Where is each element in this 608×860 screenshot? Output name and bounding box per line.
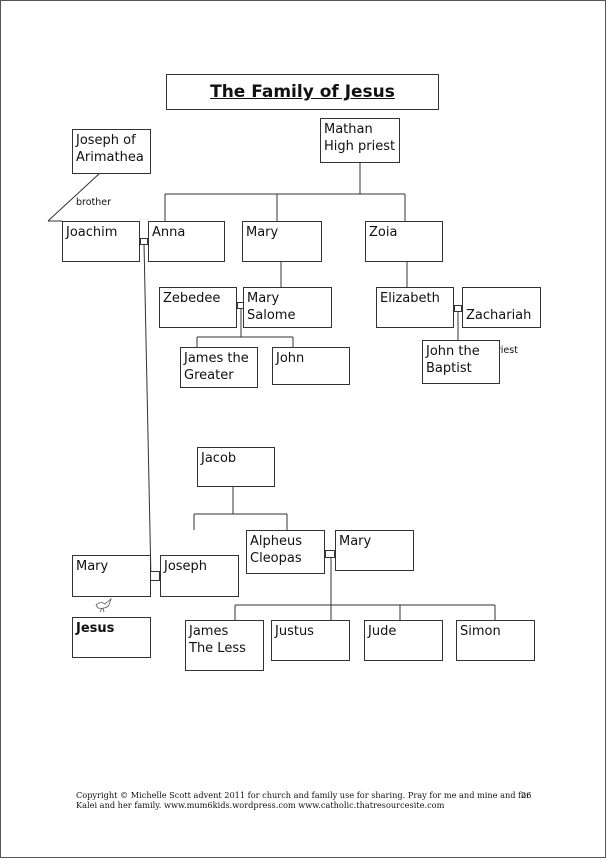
person-joseph: Joseph	[160, 555, 239, 597]
person-jesus: Jesus	[72, 617, 151, 658]
person-james-the-greater: James the Greater	[180, 347, 258, 388]
person-john-the-baptist: John the Baptist	[422, 340, 500, 384]
page-title: The Family of Jesus	[166, 74, 439, 110]
person-alpheus-cleopas: Alpheus Cleopas	[246, 530, 325, 574]
footer-copyright: Copyright © Michelle Scott advent 2011 f…	[76, 790, 531, 810]
person-john: John	[272, 347, 350, 385]
marriage-marker-mary-joseph	[150, 571, 160, 581]
brother-label: brother	[76, 197, 112, 208]
person-james-the-less: James The Less	[185, 620, 264, 671]
person-justus: Justus	[271, 620, 350, 661]
person-elizabeth: Elizabeth	[376, 287, 454, 328]
person-mary-salome: Mary Salome	[243, 287, 332, 328]
marriage-marker-elizabeth-zachariah	[454, 305, 462, 312]
marriage-marker-alpheus-mary	[325, 550, 335, 558]
person-anna: Anna	[148, 221, 225, 262]
person-zoia: Zoia	[365, 221, 443, 262]
person-jude: Jude	[364, 620, 443, 661]
person-mary-mother-of-jesus: Mary	[72, 555, 151, 597]
page-number: 26	[521, 790, 532, 800]
person-mary-daughter-of-mathan: Mary	[242, 221, 322, 262]
person-zachariah: Zachariah High priest	[462, 287, 541, 356]
person-jacob: Jacob	[197, 447, 275, 487]
marriage-marker-joachim-anna	[140, 238, 148, 245]
person-joachim: Joachim	[62, 221, 140, 262]
person-simon: Simon	[456, 620, 535, 661]
person-joseph-of-arimathea: Joseph of Arimathea	[72, 129, 151, 174]
zachariah-name: Zachariah	[466, 308, 532, 323]
person-mary-of-cleopas: Mary	[335, 530, 414, 571]
person-zebedee: Zebedee	[159, 287, 237, 328]
person-mathan: Mathan High priest	[320, 118, 400, 163]
dove-icon	[95, 597, 112, 613]
